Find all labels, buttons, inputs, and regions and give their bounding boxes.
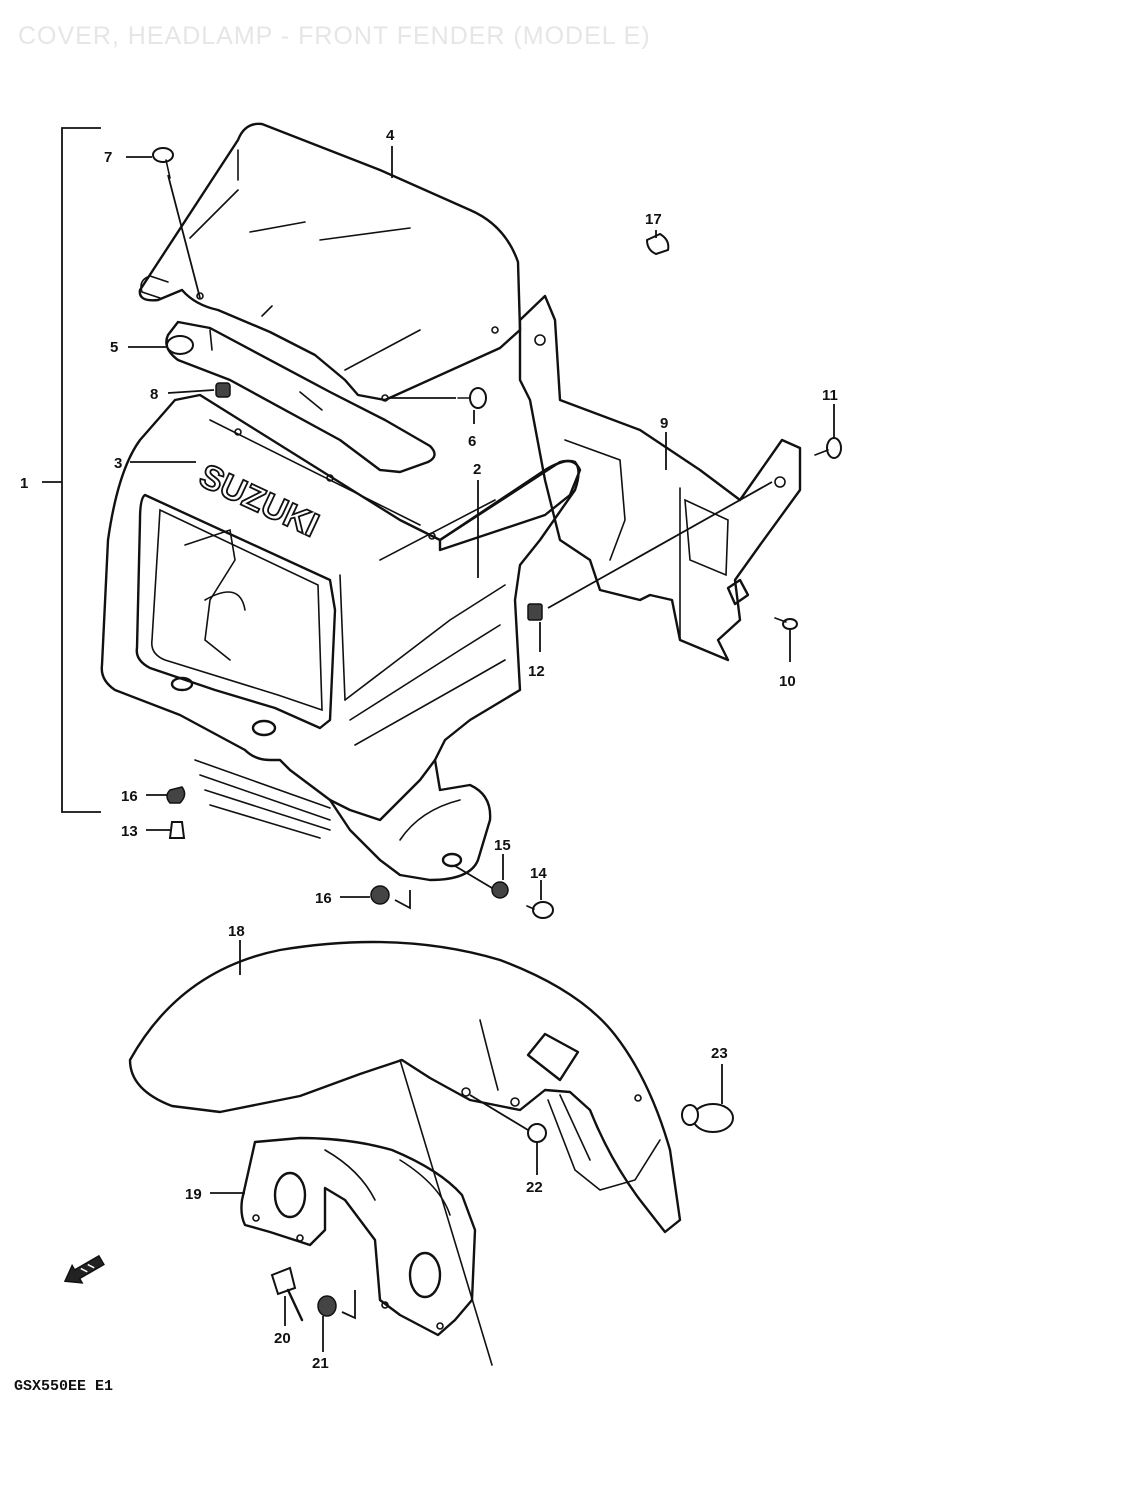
callout-19: 19 bbox=[185, 1186, 202, 1203]
callout-15: 15 bbox=[494, 837, 511, 854]
screw-part-14 bbox=[532, 901, 554, 919]
callout-13: 13 bbox=[121, 823, 138, 840]
screw-part-6 bbox=[469, 387, 487, 409]
bolt-part-10 bbox=[782, 618, 798, 630]
clip-part-16b bbox=[370, 885, 390, 905]
callout-23: 23 bbox=[711, 1045, 728, 1062]
side-trim-part-2 bbox=[438, 459, 582, 552]
callout-21: 21 bbox=[312, 1355, 329, 1372]
nut-part-22 bbox=[527, 1123, 547, 1143]
callout-20: 20 bbox=[274, 1330, 291, 1347]
callout-2: 2 bbox=[473, 461, 481, 478]
callout-3: 3 bbox=[114, 455, 122, 472]
grommet-part-15 bbox=[491, 881, 509, 899]
callout-5: 5 bbox=[110, 339, 118, 356]
grommet-part-23 bbox=[692, 1103, 734, 1133]
callout-11: 11 bbox=[822, 387, 838, 404]
front-fender-part-18 bbox=[128, 940, 682, 1366]
leader-lines bbox=[126, 146, 835, 1352]
fasteners bbox=[152, 147, 842, 1322]
mounting-bracket-part-9 bbox=[518, 294, 802, 662]
callout-10: 10 bbox=[779, 673, 796, 690]
callout-16a: 16 bbox=[121, 788, 138, 805]
callout-6: 6 bbox=[468, 433, 476, 450]
grommet-part-5 bbox=[166, 335, 194, 355]
visor-part-4 bbox=[138, 122, 522, 402]
callout-9: 9 bbox=[660, 415, 668, 432]
callout-numbers: 1 2 3 4 5 6 7 8 9 10 11 12 13 14 15 16 1… bbox=[20, 127, 838, 1372]
nut-part-12 bbox=[527, 603, 543, 621]
callout-4: 4 bbox=[386, 127, 395, 144]
callout-1: 1 bbox=[20, 475, 28, 492]
screw-part-7 bbox=[152, 147, 174, 163]
bolt-part-20 bbox=[270, 1266, 297, 1296]
front-arrow-icon bbox=[63, 1254, 105, 1284]
lower-cowl bbox=[328, 758, 492, 882]
suzuki-logo: SUZUKI bbox=[194, 457, 325, 545]
callout-22: 22 bbox=[526, 1179, 543, 1196]
washer-part-21 bbox=[317, 1295, 337, 1317]
page-title: COVER, HEADLAMP - FRONT FENDER (MODEL E) bbox=[18, 22, 651, 50]
callout-7: 7 bbox=[104, 149, 112, 166]
callout-17: 17 bbox=[645, 211, 662, 228]
assembly-bracket bbox=[42, 127, 101, 813]
callout-18: 18 bbox=[228, 923, 245, 940]
cap-part-17 bbox=[645, 232, 670, 256]
callout-8: 8 bbox=[150, 386, 158, 403]
callout-12: 12 bbox=[528, 663, 545, 680]
screw-part-11 bbox=[826, 437, 842, 459]
clip-part-16a bbox=[166, 786, 186, 804]
fender-brace-part-19 bbox=[240, 1136, 477, 1337]
screw-part-13 bbox=[168, 821, 186, 839]
callout-16b: 16 bbox=[315, 890, 332, 907]
nut-part-8 bbox=[215, 382, 231, 398]
callout-14: 14 bbox=[530, 865, 547, 882]
model-code: GSX550EE E1 bbox=[14, 1378, 113, 1395]
